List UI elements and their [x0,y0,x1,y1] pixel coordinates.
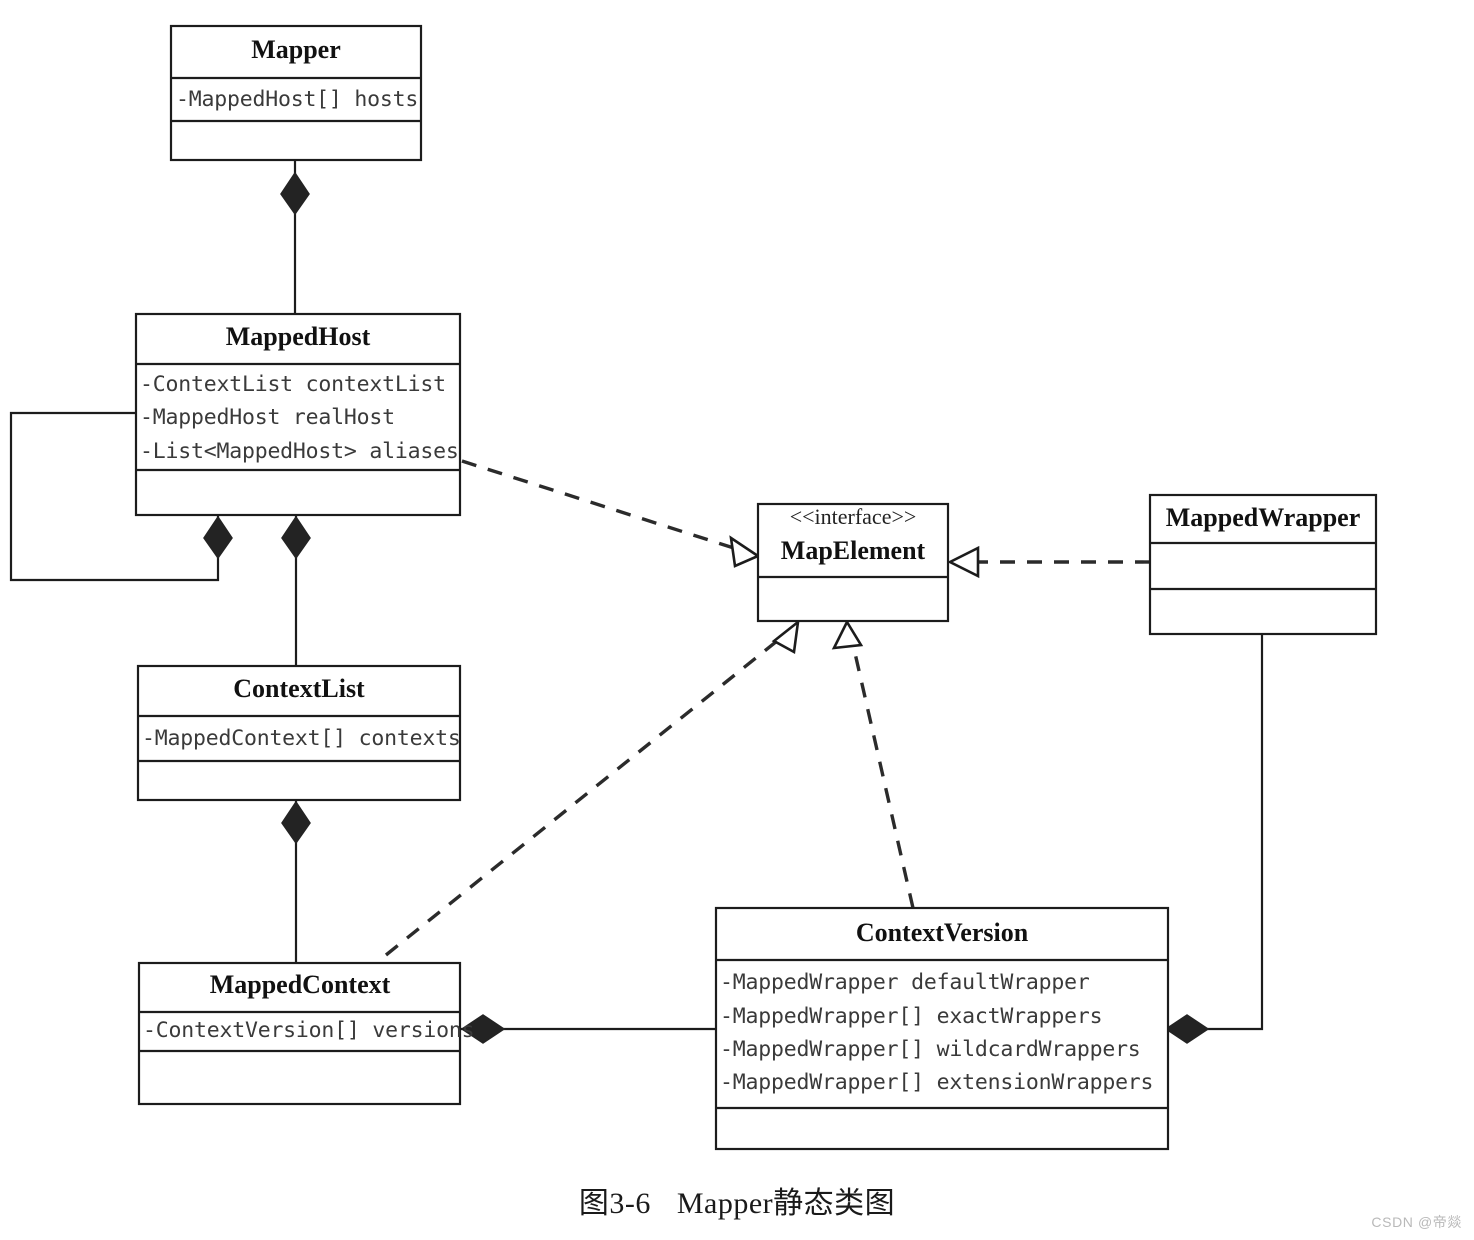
class-attribute: -MappedWrapper[] exactWrappers [720,1004,1102,1029]
relation-mappedwrapper-mapelement [947,545,1150,579]
class-attribute: -MappedHost realHost [140,405,395,430]
class-box-mapped-host[interactable]: MappedHost -ContextList contextList -Map… [134,312,462,517]
class-name-mapper: Mapper [251,35,341,64]
relation-contextlist-mappedcontext [281,800,311,963]
class-box-map-element[interactable]: <<interface>> MapElement [756,502,950,623]
class-name-context-version: ContextVersion [856,918,1029,947]
class-name-map-element: MapElement [781,536,926,565]
class-attribute: -ContextVersion[] versions [143,1018,474,1043]
relation-contextversion-mappedwrapper [1164,634,1264,1044]
class-attribute: -MappedContext[] contexts [142,726,461,751]
class-attribute: -MappedHost[] hosts [176,87,418,112]
relation-mapper-mappedhost [280,160,310,318]
class-box-mapper[interactable]: Mapper -MappedHost[] hosts [169,24,423,162]
figure-caption: 图3-6 Mapper静态类图 [0,1178,1474,1222]
figure-title: Mapper静态类图 [676,1187,896,1220]
relation-mappedhost-mapelement [461,459,761,568]
class-attribute: -MappedWrapper[] wildcardWrappers [720,1037,1141,1062]
relation-mappedcontext-contextversion [460,1014,716,1044]
relation-mappedcontext-mapelement [384,618,800,957]
class-stereotype-interface: <<interface>> [790,504,917,529]
class-attribute: -MappedWrapper defaultWrapper [720,970,1090,995]
class-name-mapped-wrapper: MappedWrapper [1166,503,1361,532]
class-box-context-list[interactable]: ContextList -MappedContext[] contexts [136,664,462,802]
class-box-mapped-wrapper[interactable]: MappedWrapper [1148,493,1378,636]
class-box-mapped-context[interactable]: MappedContext -ContextVersion[] versions [137,961,475,1106]
figure-number: 图3-6 [578,1187,651,1220]
class-attribute: -List<MappedHost> aliases [140,439,459,464]
class-box-context-version[interactable]: ContextVersion -MappedWrapper defaultWra… [714,906,1170,1151]
class-name-mapped-context: MappedContext [210,970,391,999]
relation-mappedhost-self [9,411,233,582]
class-name-context-list: ContextList [233,674,365,703]
class-attribute: -ContextList contextList [140,372,446,397]
relation-contextversion-mapelement [831,619,915,909]
csdn-watermark: CSDN @帝燚 [1371,1214,1462,1230]
class-name-mapped-host: MappedHost [226,322,371,351]
relation-mappedhost-contextlist [281,515,311,670]
class-attribute: -MappedWrapper[] extensionWrappers [720,1070,1153,1095]
